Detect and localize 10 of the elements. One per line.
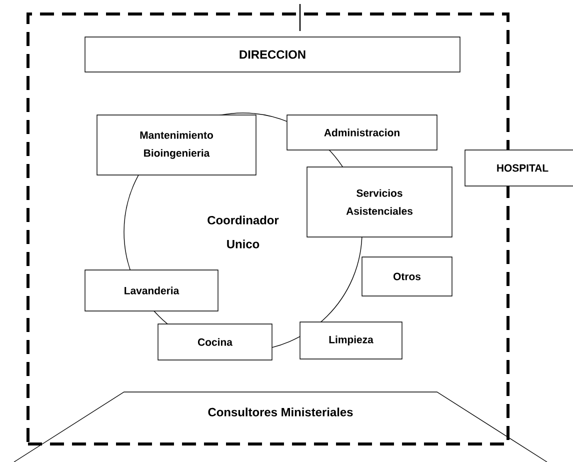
- unit-box: Limpieza: [300, 322, 402, 360]
- unit-box: Otros: [362, 256, 452, 296]
- unit-box: DIRECCION: [84, 36, 460, 72]
- unit-box: Mantenimiento Bioingenieria: [96, 114, 256, 176]
- unit-box: Cocina: [158, 324, 272, 360]
- base-trapezoid: Consultores Ministeriales: [14, 392, 548, 462]
- unit-box: HOSPITAL: [464, 150, 573, 186]
- unit-box: Lavanderia: [84, 270, 218, 312]
- unit-box: Servicios Asistenciales: [306, 166, 452, 238]
- unit-box: Administracion: [286, 114, 438, 150]
